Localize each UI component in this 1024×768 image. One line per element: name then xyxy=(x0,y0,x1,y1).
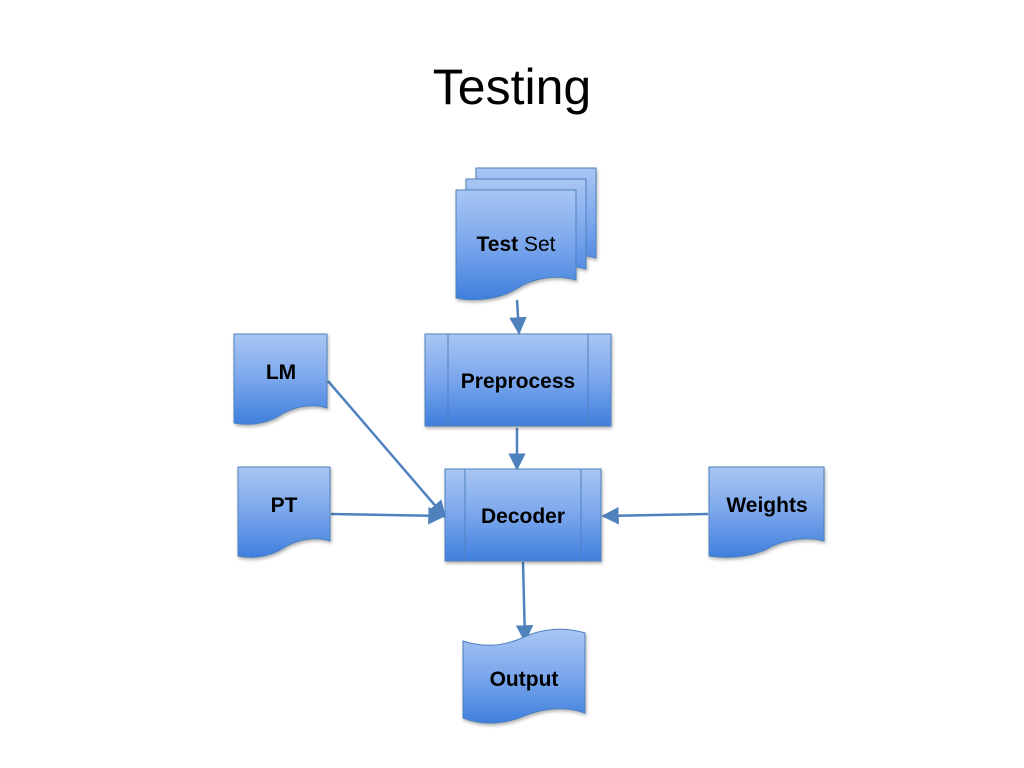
connectors xyxy=(327,299,709,643)
preprocess-box xyxy=(424,333,612,427)
weights-label: Weights xyxy=(726,494,807,517)
preprocess-label: Preprocess xyxy=(461,370,575,393)
edge-lm-decoder xyxy=(327,380,447,519)
node-preprocess: Preprocess xyxy=(424,333,612,427)
edge-weights-decoder xyxy=(601,506,709,525)
node-lm: LM xyxy=(233,333,328,425)
decoder-label: Decoder xyxy=(481,505,565,528)
pt-doc xyxy=(237,466,331,558)
node-weights: Weights xyxy=(708,466,825,558)
output-tape xyxy=(462,628,586,724)
node-decoder: Decoder xyxy=(444,468,602,562)
weights-doc xyxy=(708,466,825,558)
edge-testset-preprocess xyxy=(509,299,527,335)
pt-label: PT xyxy=(271,494,298,517)
node-test-set: Test Set xyxy=(455,167,597,301)
lm-label: LM xyxy=(266,361,296,384)
edge-pt-decoder xyxy=(330,506,446,525)
slide-title: Testing xyxy=(432,59,592,115)
node-output: Output xyxy=(462,628,586,724)
test-set-doc-front xyxy=(455,189,577,301)
decoder-box xyxy=(444,468,602,562)
output-label: Output xyxy=(490,668,559,691)
node-pt: PT xyxy=(237,466,331,558)
edge-decoder-output xyxy=(515,561,534,643)
lm-doc xyxy=(233,333,328,425)
test-set-label: Test Set xyxy=(477,233,556,256)
